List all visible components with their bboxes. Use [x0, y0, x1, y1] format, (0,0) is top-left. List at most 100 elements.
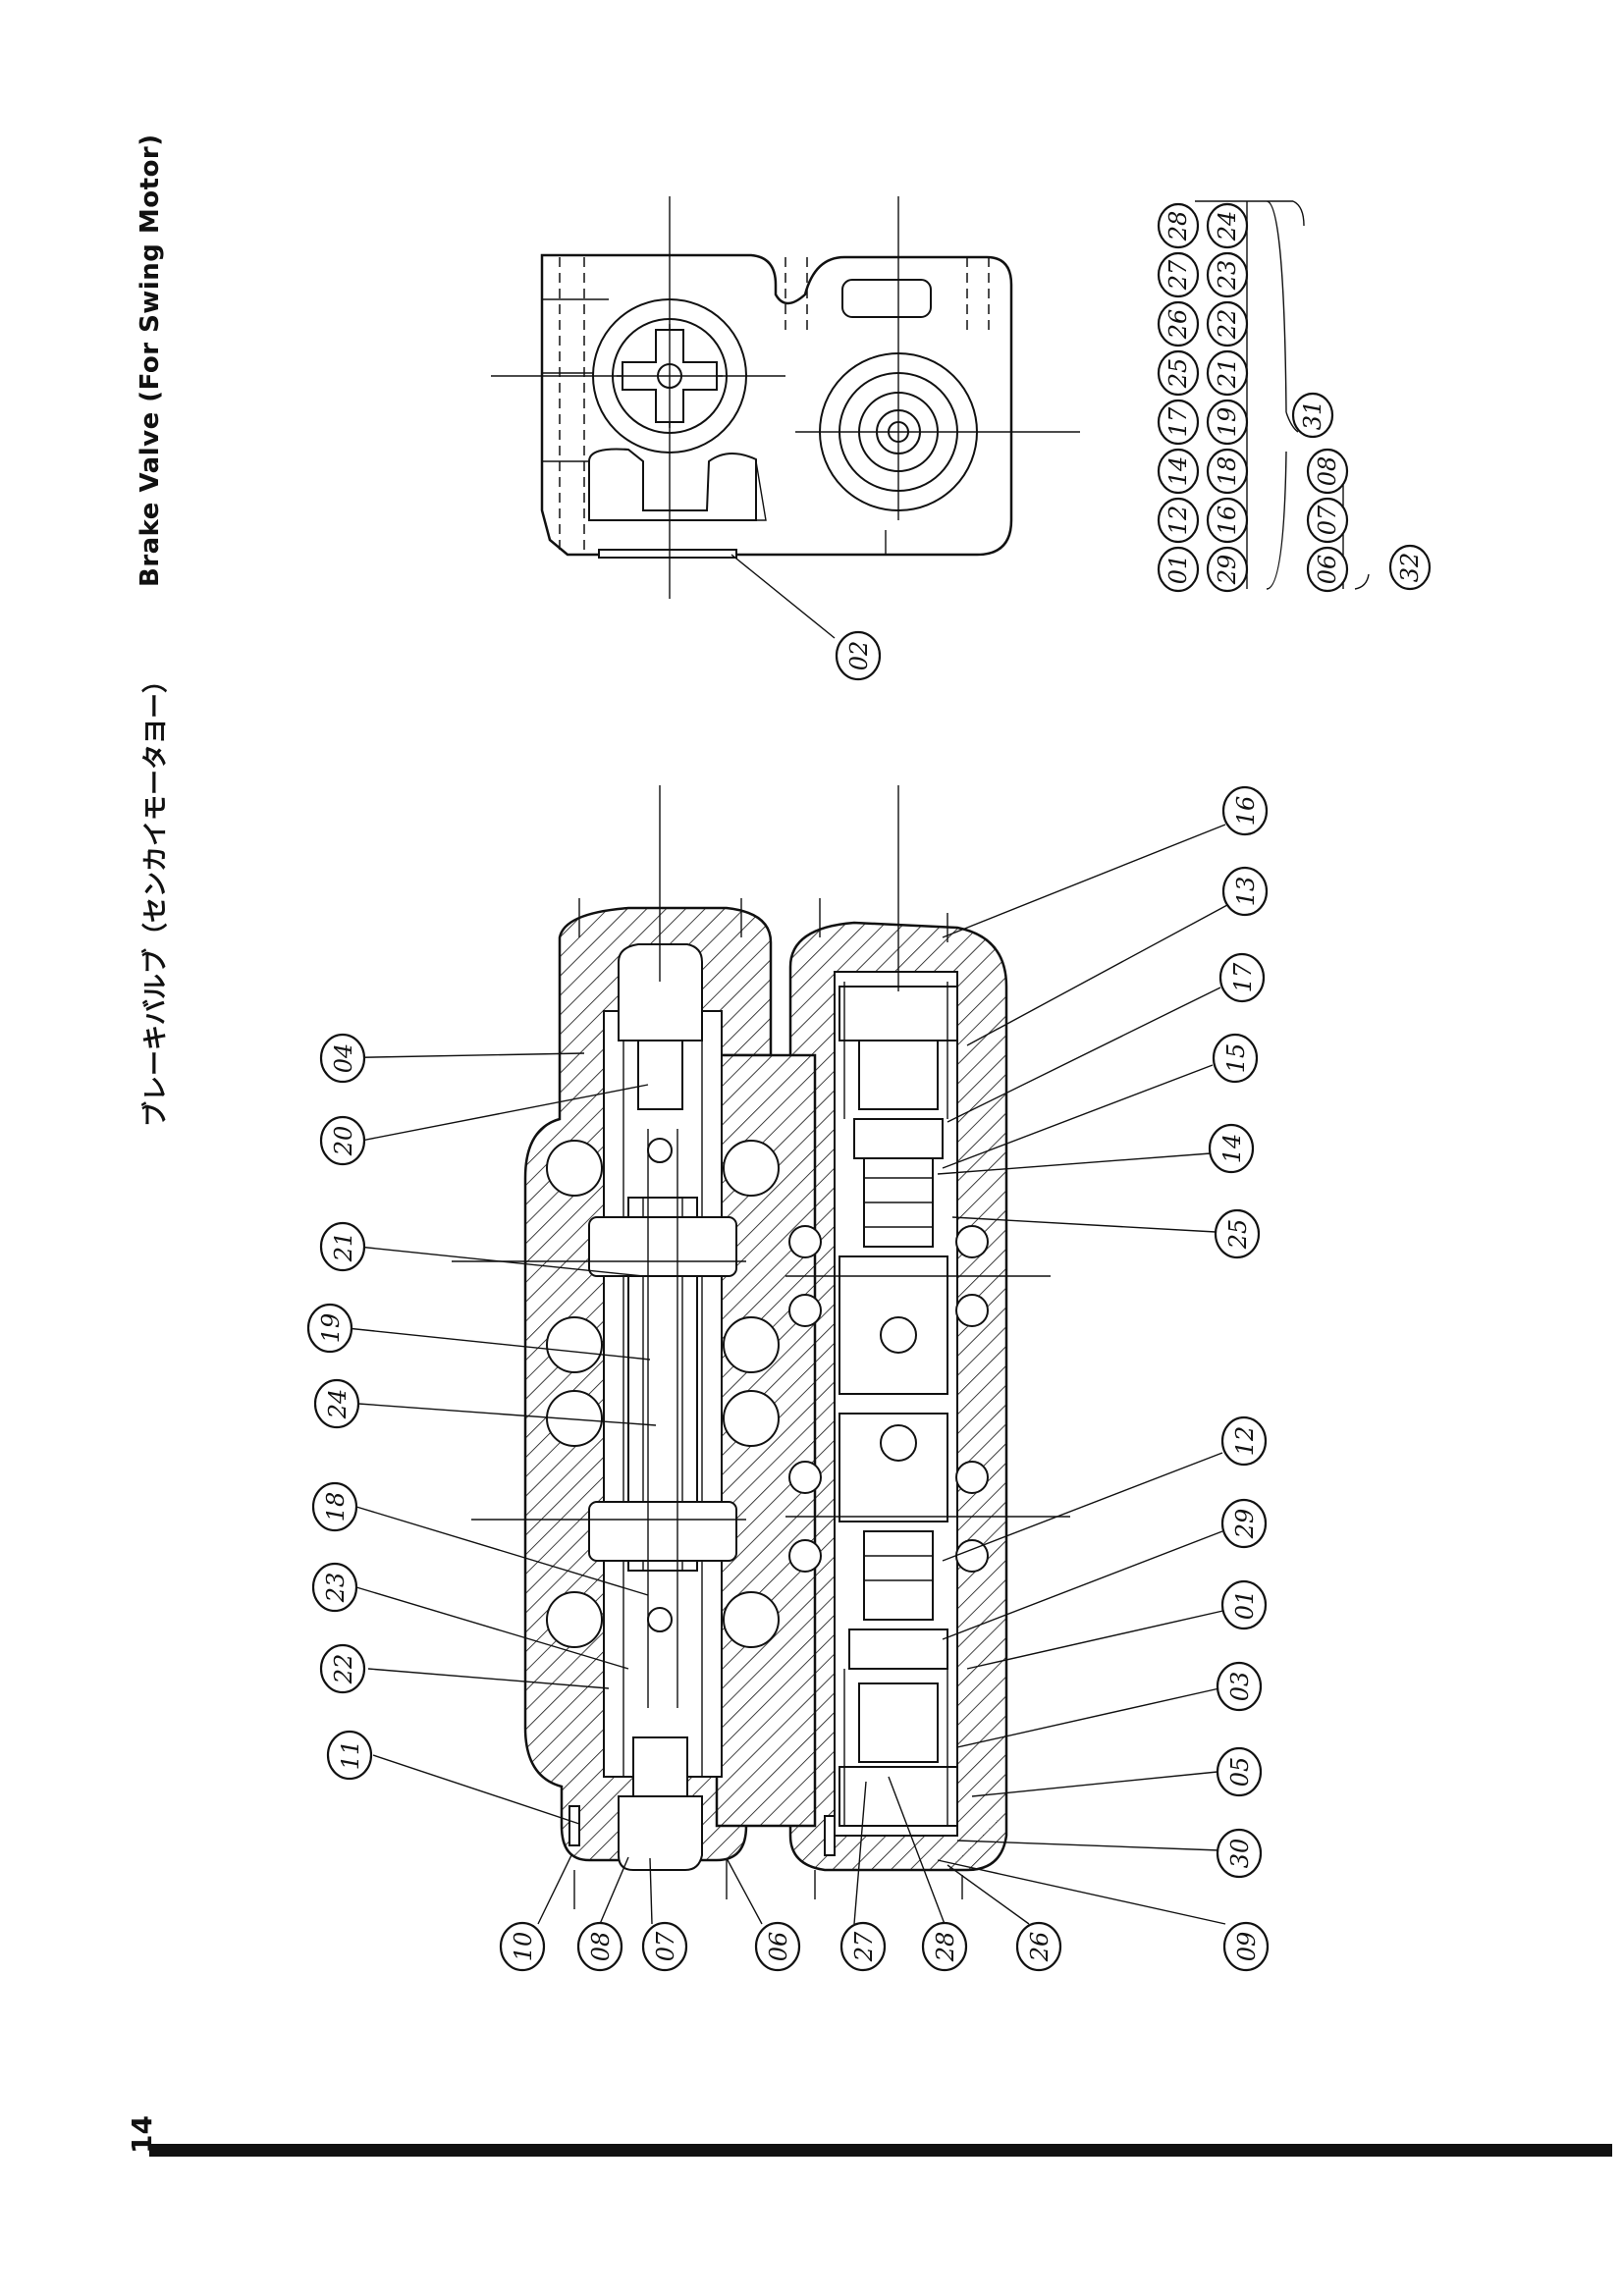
callout-29-label: 29	[1231, 1509, 1259, 1540]
callout-24: 24	[313, 1378, 360, 1429]
callout-11: 11	[326, 1730, 373, 1781]
callout-03-label: 03	[1226, 1672, 1254, 1702]
callout-16: 16	[1221, 785, 1269, 836]
callout-08: 08	[576, 1921, 623, 1972]
kit-item: 14	[1157, 448, 1200, 495]
callout-27-label: 27	[850, 1931, 878, 1962]
callout-24-label: 24	[324, 1389, 352, 1420]
kit-32-group: 06 07 08 32	[1306, 448, 1432, 593]
svg-text:31: 31	[1299, 400, 1326, 431]
svg-text:21: 21	[1214, 358, 1241, 390]
kit-item: 18	[1206, 448, 1249, 495]
callout-01: 01	[1220, 1579, 1268, 1630]
callout-06: 06	[754, 1921, 801, 1972]
svg-text:12: 12	[1164, 506, 1192, 536]
kit-item: 12	[1157, 497, 1200, 544]
callout-10-label: 10	[510, 1932, 537, 1962]
callout-23-label: 23	[322, 1573, 350, 1604]
kit-31-row2: 29 16 18 19 21 22 23 24	[1206, 202, 1249, 593]
kit-item: 08	[1306, 448, 1349, 495]
kit-item: 22	[1206, 300, 1249, 347]
section-view	[452, 785, 1070, 1909]
callout-22-label: 22	[330, 1654, 357, 1685]
callout-18: 18	[311, 1481, 358, 1532]
svg-text:32: 32	[1396, 553, 1424, 583]
callout-20-label: 20	[330, 1126, 357, 1157]
svg-text:28: 28	[1164, 211, 1192, 242]
kit-item: 27	[1157, 251, 1200, 298]
callout-26: 26	[1015, 1921, 1062, 1972]
callout-17-label: 17	[1229, 962, 1257, 992]
callout-28: 28	[921, 1921, 968, 1972]
kit-item: 26	[1157, 300, 1200, 347]
callout-07-label: 07	[652, 1931, 679, 1961]
callout-11-label: 11	[337, 1740, 364, 1771]
callout-25-label: 25	[1224, 1219, 1252, 1251]
svg-text:18: 18	[1214, 456, 1241, 487]
kit-31-group: 01 12 14 17 25 26 27 28 29 16 18 19 21 2…	[1157, 200, 1334, 593]
callout-03: 03	[1216, 1661, 1263, 1712]
callout-07: 07	[641, 1921, 688, 1972]
callout-09-label: 09	[1233, 1932, 1261, 1962]
kit-item: 24	[1206, 202, 1249, 249]
kit-item: 07	[1306, 497, 1349, 544]
callout-15: 15	[1212, 1033, 1259, 1084]
kit-item: 28	[1157, 202, 1200, 249]
callout-30-label: 30	[1226, 1839, 1254, 1869]
callout-04-label: 04	[330, 1043, 357, 1074]
callout-05-label: 05	[1226, 1757, 1254, 1788]
callout-27: 27	[839, 1921, 887, 1972]
callout-02: 02	[835, 630, 882, 681]
svg-text:26: 26	[1164, 309, 1192, 341]
callout-02-label: 02	[845, 641, 873, 671]
callout-29: 29	[1220, 1498, 1268, 1549]
leader-lines	[321, 824, 1228, 1925]
title-japanese: ブレーキバルブ（センカイモータヨー）	[141, 667, 171, 1127]
end-view	[491, 196, 1080, 639]
callout-13-label: 13	[1232, 877, 1260, 907]
callout-19: 19	[306, 1303, 353, 1354]
kit-item: 16	[1206, 497, 1249, 544]
callout-22: 22	[319, 1643, 366, 1694]
callout-14-label: 14	[1218, 1134, 1246, 1164]
callout-30: 30	[1216, 1828, 1263, 1879]
callout-12: 12	[1220, 1415, 1268, 1467]
svg-text:14: 14	[1164, 456, 1192, 487]
callout-06-label: 06	[765, 1932, 792, 1962]
callout-18-label: 18	[322, 1492, 350, 1522]
svg-text:25: 25	[1164, 358, 1192, 390]
svg-text:07: 07	[1314, 505, 1341, 535]
svg-text:23: 23	[1214, 260, 1241, 292]
kit-31-row1: 01 12 14 17 25 26 27 28	[1157, 202, 1200, 593]
footer-rule	[149, 2144, 1612, 2157]
callout-25: 25	[1214, 1208, 1261, 1259]
svg-text:29: 29	[1214, 555, 1241, 586]
callout-15-label: 15	[1222, 1043, 1250, 1074]
kit-item: 25	[1157, 349, 1200, 397]
callout-20: 20	[319, 1115, 366, 1166]
callout-08-label: 08	[587, 1932, 615, 1962]
svg-text:17: 17	[1164, 406, 1192, 437]
callout-28-label: 28	[932, 1932, 959, 1963]
callout-21: 21	[319, 1221, 366, 1272]
callout-16-label: 16	[1232, 796, 1260, 827]
kit-item: 23	[1206, 251, 1249, 298]
svg-text:24: 24	[1214, 211, 1241, 242]
callout-17: 17	[1218, 952, 1266, 1003]
svg-text:08: 08	[1314, 456, 1341, 487]
callout-14: 14	[1208, 1123, 1255, 1174]
kit-item: 21	[1206, 349, 1249, 397]
callout-26-label: 26	[1026, 1932, 1054, 1963]
svg-text:27: 27	[1164, 259, 1192, 291]
callout-04: 04	[319, 1033, 366, 1084]
callout-23: 23	[311, 1562, 358, 1613]
callout-12-label: 12	[1231, 1426, 1259, 1457]
callout-21-label: 21	[330, 1232, 357, 1263]
kit-item: 29	[1206, 546, 1249, 593]
title-english: Brake Valve (For Swing Motor)	[135, 133, 165, 587]
svg-text:06: 06	[1314, 555, 1341, 585]
kit-item: 19	[1206, 399, 1249, 446]
svg-text:19: 19	[1214, 407, 1241, 438]
